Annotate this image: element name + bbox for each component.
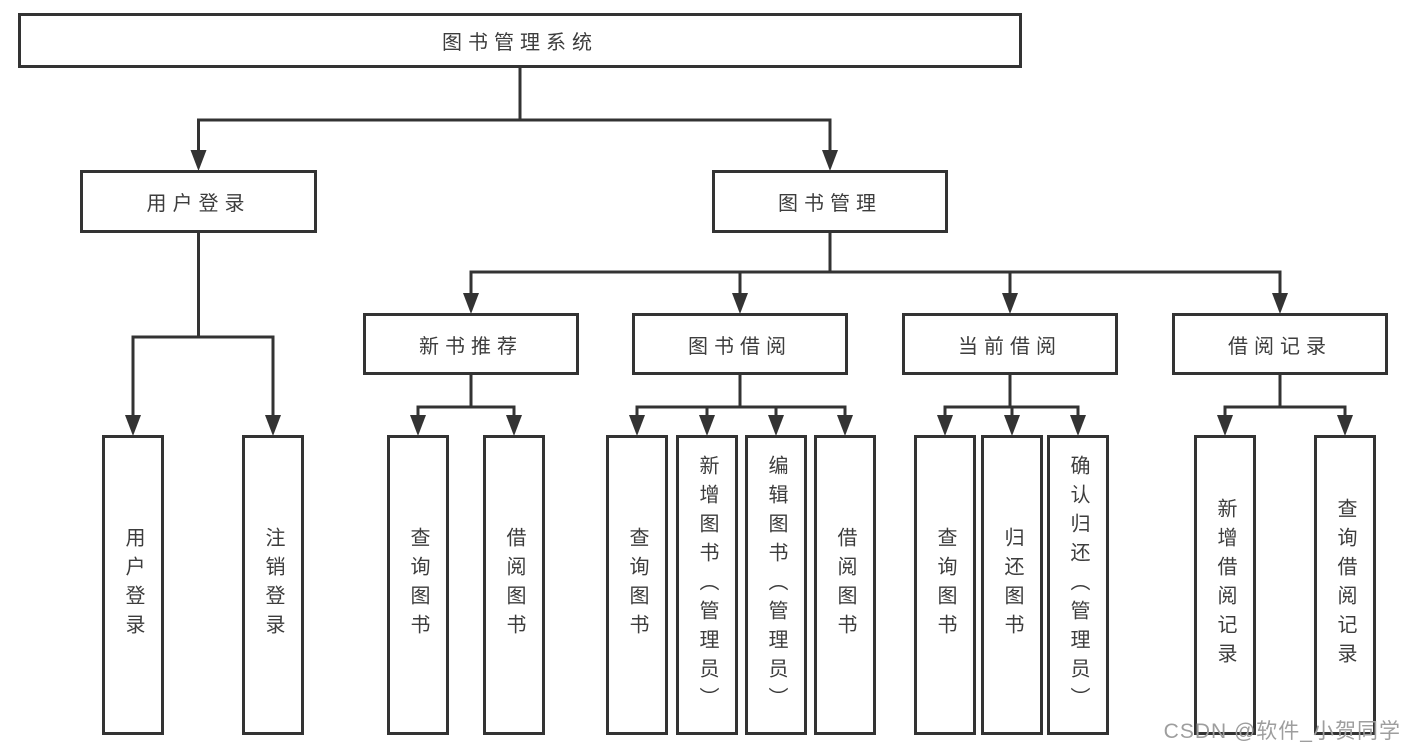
arrowhead-icon — [822, 150, 838, 171]
arrowhead-icon — [732, 293, 748, 314]
node-label: 确认归还（管理员） — [1067, 454, 1089, 716]
node-leaf-bor-edit-books: 编辑图书（管理员） — [745, 435, 807, 735]
arrowhead-icon — [1070, 415, 1086, 436]
arrowhead-icon — [1002, 293, 1018, 314]
node-leaf-bor-add-books: 新增图书（管理员） — [676, 435, 738, 735]
node-label: 注销登录 — [262, 527, 284, 643]
watermark: CSDN @软件_小贺同学 — [1163, 720, 1401, 743]
node-current-borrow: 当前借阅 — [902, 313, 1118, 375]
node-user-login: 用户登录 — [80, 170, 317, 233]
node-label: 借阅图书 — [834, 527, 856, 643]
node-label: 用户登录 — [122, 527, 144, 643]
arrowhead-icon — [125, 415, 141, 436]
node-leaf-cur-return-books: 归还图书 — [981, 435, 1043, 735]
node-label: 新增借阅记录 — [1214, 498, 1236, 672]
node-label: 借阅图书 — [503, 527, 525, 643]
node-label: 查询借阅记录 — [1334, 498, 1356, 672]
arrowhead-icon — [1272, 293, 1288, 314]
node-label: 图书管理系统 — [442, 32, 598, 54]
node-label: 查询图书 — [407, 527, 429, 643]
arrowhead-icon — [1004, 415, 1020, 436]
node-book-mgmt: 图书管理 — [712, 170, 948, 233]
node-leaf-bor-borrow-books: 借阅图书 — [814, 435, 876, 735]
node-leaf-rec-query-books: 查询图书 — [387, 435, 449, 735]
arrowhead-icon — [1337, 415, 1353, 436]
arrowhead-icon — [837, 415, 853, 436]
arrowhead-icon — [265, 415, 281, 436]
arrowhead-icon — [1217, 415, 1233, 436]
node-label: 图书管理 — [778, 193, 882, 215]
node-label: 当前借阅 — [958, 335, 1062, 358]
node-root: 图书管理系统 — [18, 13, 1022, 68]
node-label: 新增图书（管理员） — [696, 454, 718, 716]
arrowhead-icon — [506, 415, 522, 436]
node-leaf-rec-borrow-books: 借阅图书 — [483, 435, 545, 735]
arrowhead-icon — [463, 293, 479, 314]
node-leaf-bor-query-books: 查询图书 — [606, 435, 668, 735]
node-leaf-cur-confirm-return: 确认归还（管理员） — [1047, 435, 1109, 735]
node-leaf-rec2-query-record: 查询借阅记录 — [1314, 435, 1376, 735]
node-label: 新书推荐 — [419, 335, 523, 358]
node-label: 图书借阅 — [688, 335, 792, 358]
node-label: 用户登录 — [146, 193, 251, 215]
node-label: 借阅记录 — [1228, 335, 1332, 358]
arrowhead-icon — [190, 150, 207, 171]
node-label: 查询图书 — [626, 527, 648, 643]
node-label: 归还图书 — [1001, 527, 1023, 643]
node-leaf-cur-query-books: 查询图书 — [914, 435, 976, 735]
node-book-borrow: 图书借阅 — [632, 313, 848, 375]
node-leaf-user-login: 用户登录 — [102, 435, 164, 735]
node-label: 查询图书 — [934, 527, 956, 643]
arrowhead-icon — [937, 415, 953, 436]
arrowhead-icon — [629, 415, 645, 436]
node-leaf-logout: 注销登录 — [242, 435, 304, 735]
node-new-book-rec: 新书推荐 — [363, 313, 579, 375]
arrowhead-icon — [768, 415, 784, 436]
arrowhead-icon — [410, 415, 426, 436]
node-leaf-rec2-add-record: 新增借阅记录 — [1194, 435, 1256, 735]
node-label: 编辑图书（管理员） — [765, 454, 787, 716]
node-borrow-records: 借阅记录 — [1172, 313, 1388, 375]
arrowhead-icon — [699, 415, 715, 436]
